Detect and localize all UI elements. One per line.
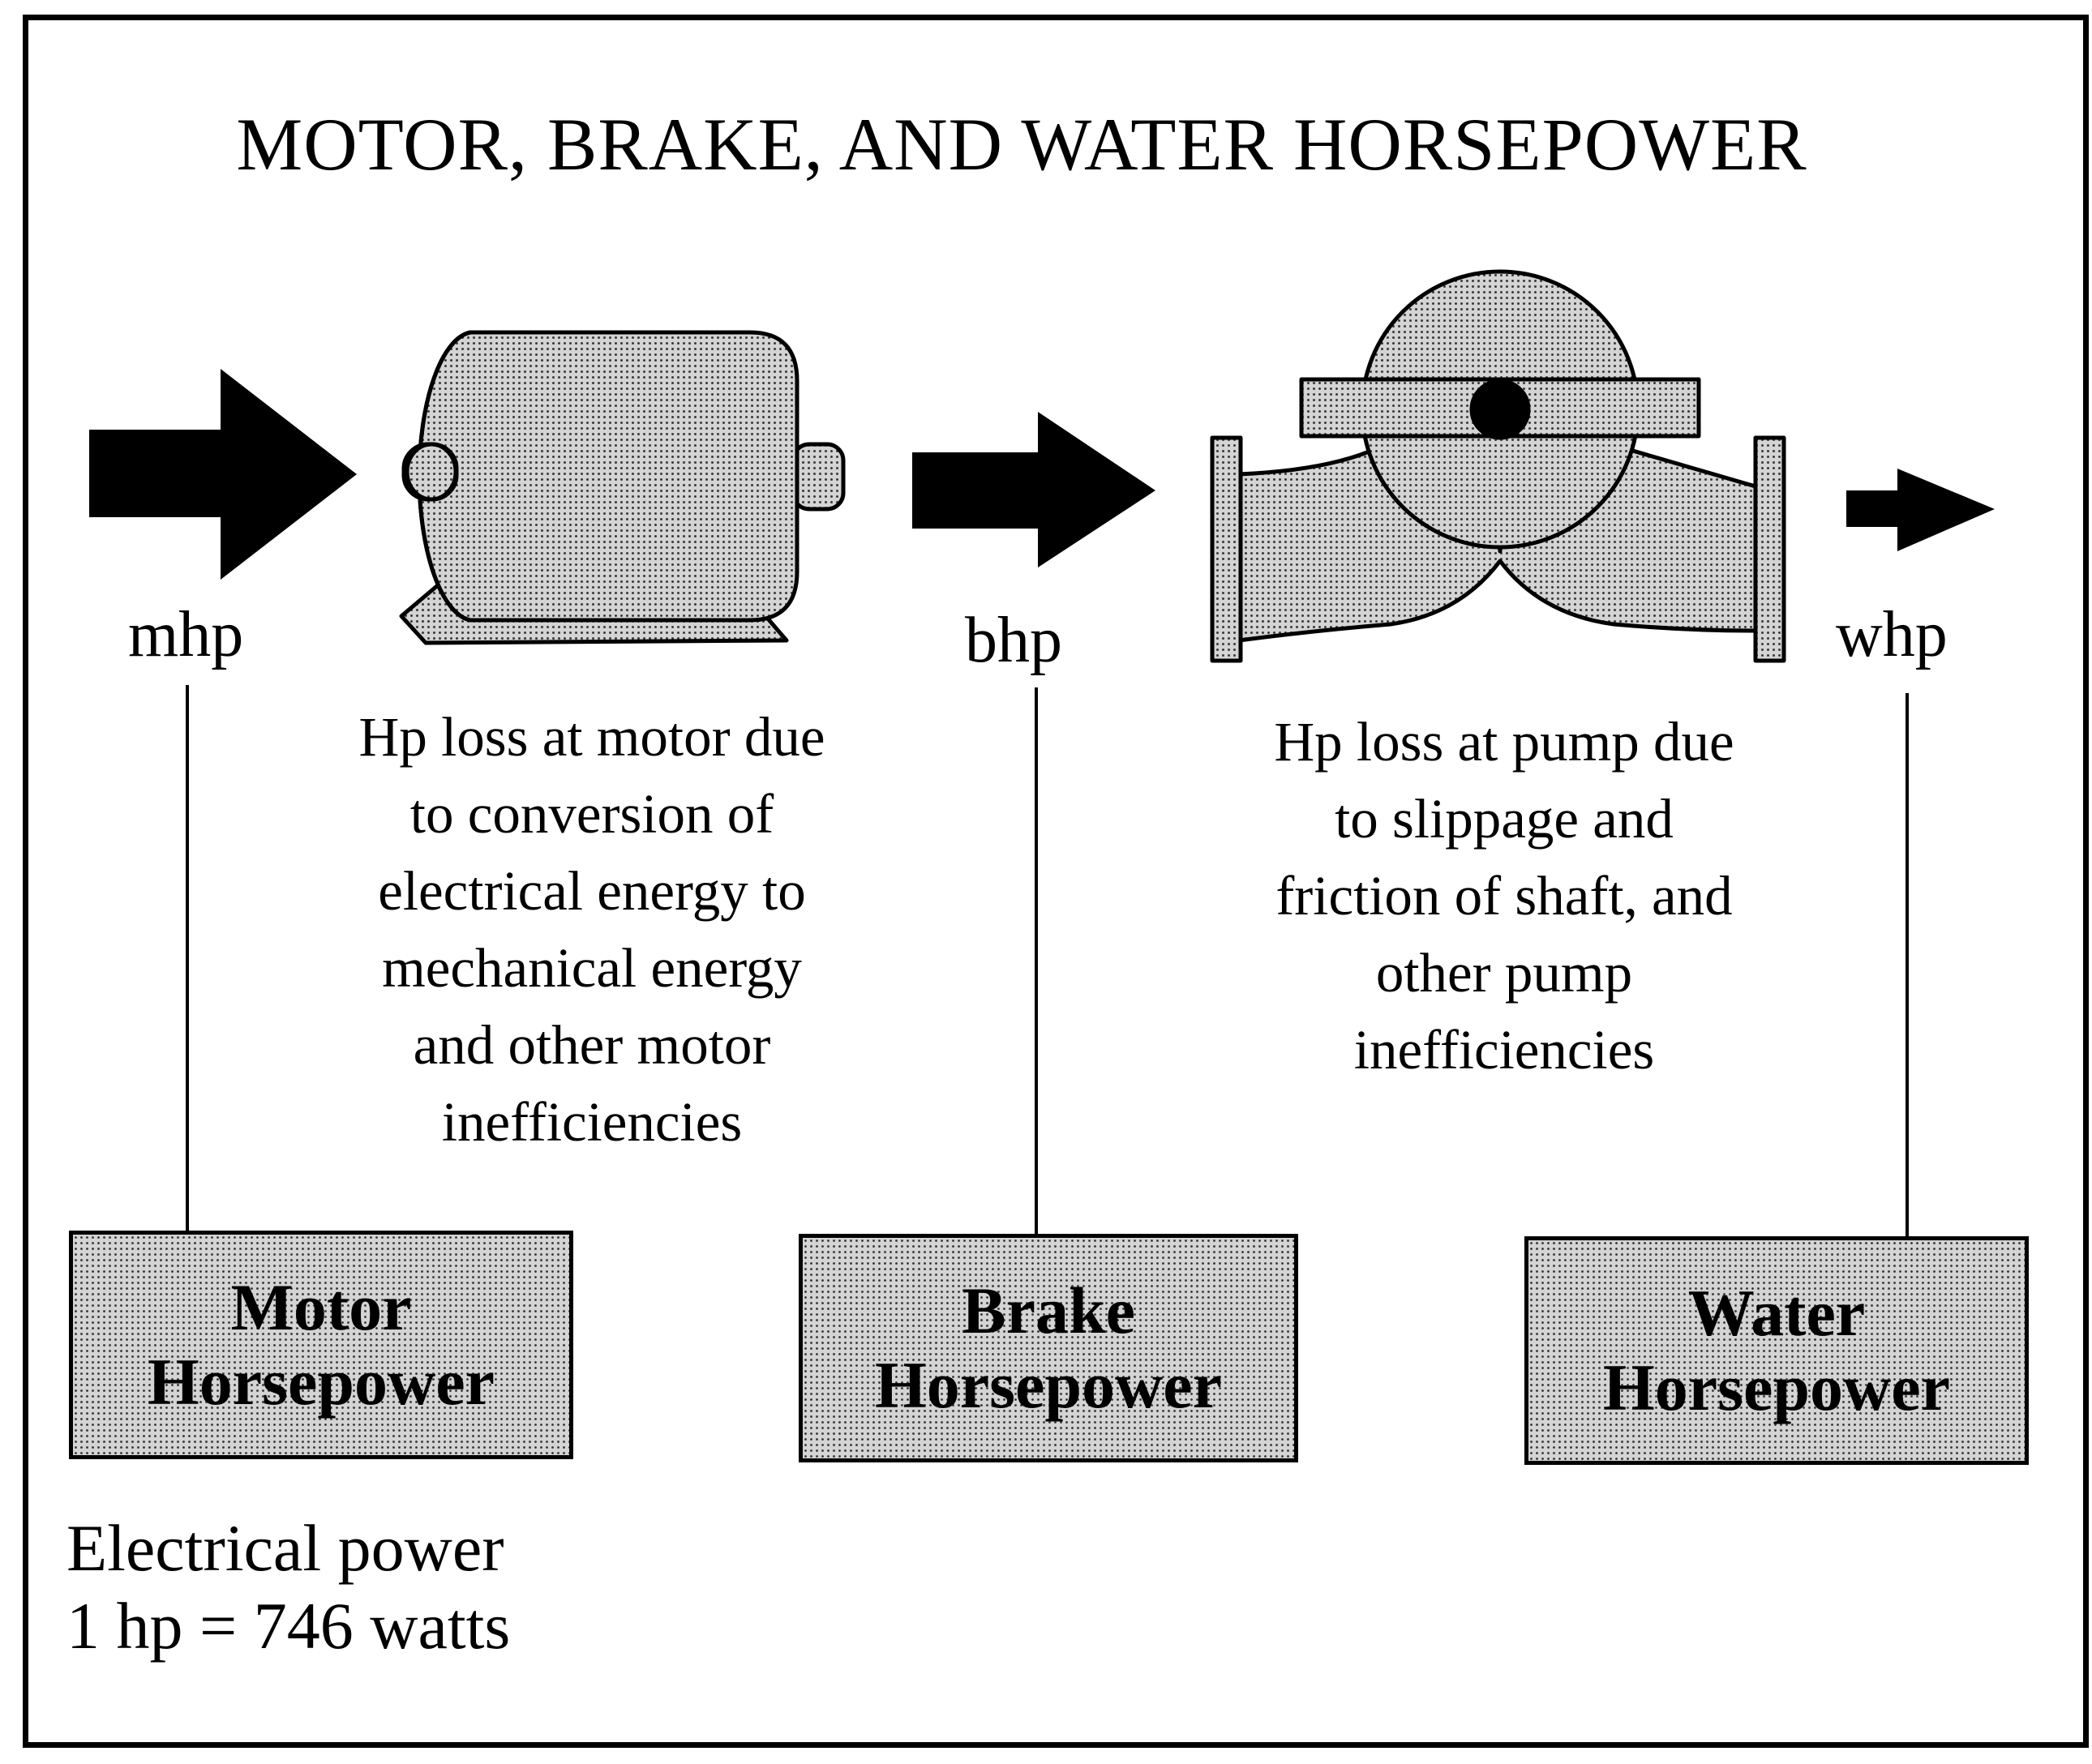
whp-label: whp <box>1836 599 1948 670</box>
bhp-label: bhp <box>965 605 1062 676</box>
diagram-title: MOTOR, BRAKE, AND WATER HORSEPOWER <box>236 103 1807 186</box>
arrow-right-large-icon <box>89 369 357 580</box>
mhp-label: mhp <box>128 599 244 670</box>
arrow-right-small-icon <box>1846 469 1995 551</box>
brake-horsepower-box: Brake Horsepower <box>799 1234 1298 1462</box>
water-horsepower-box: Water Horsepower <box>1524 1236 2029 1465</box>
pump-loss-description: Hp loss at pump due to slippage and fric… <box>1274 711 1734 1081</box>
centrifugal-pump-icon <box>1210 269 1786 663</box>
electrical-power-note: Electrical power 1 hp = 746 watts <box>66 1511 511 1663</box>
arrow-right-medium-icon <box>912 412 1155 567</box>
electric-motor-icon <box>399 330 846 645</box>
diagram-frame <box>23 15 2089 1748</box>
motor-horsepower-box: Motor Horsepower <box>69 1231 573 1459</box>
motor-loss-description: Hp loss at motor due to conversion of el… <box>358 706 825 1153</box>
